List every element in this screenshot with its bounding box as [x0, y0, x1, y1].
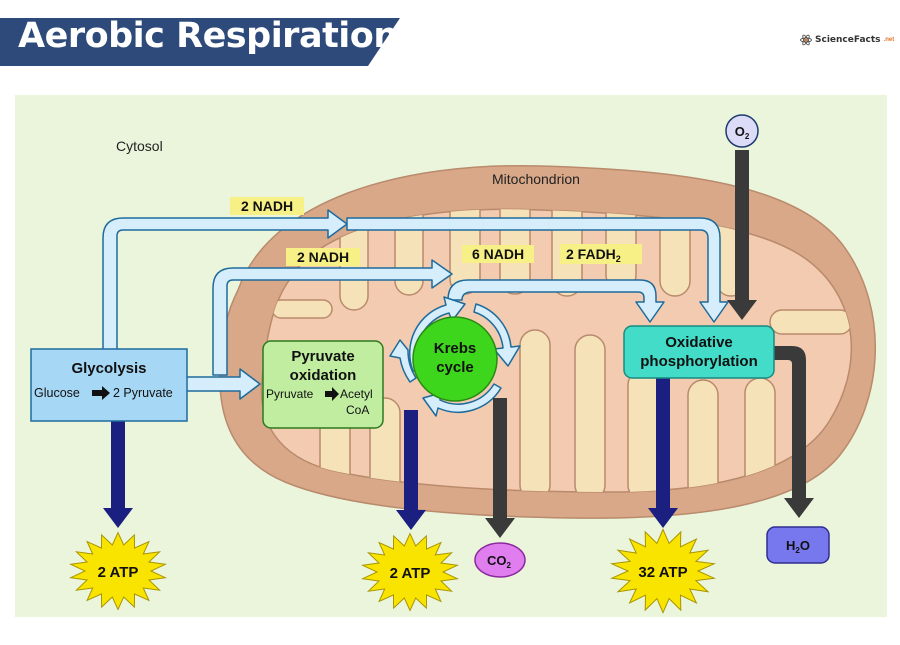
carrier-label-glycolysis-nadh: 2 NADH [230, 197, 304, 215]
pyruvate-nadh-text: 2 NADH [297, 249, 349, 265]
oxygen-input-arrow [727, 150, 757, 320]
co2-subscript: 2 [507, 561, 512, 570]
co2-base: CO [487, 553, 507, 568]
pyruvate-reaction-arrow-icon [325, 387, 339, 401]
krebs-cycle-label-line1: Krebs [434, 340, 477, 357]
glycolysis-output: 2 Pyruvate [113, 386, 173, 400]
water-prefix: H [786, 538, 795, 553]
carrier-label-krebs-fadh2: 2 FADH2 [560, 244, 642, 264]
water-suffix: O [800, 538, 810, 553]
water-output-arrow [773, 346, 814, 518]
co2-bubble: CO2 [474, 542, 526, 578]
glycolysis-nadh-text: 2 NADH [241, 198, 293, 214]
svg-text:H2O: H2O [786, 538, 810, 555]
glycolysis-box: Glycolysis Glucose 2 Pyruvate [30, 348, 188, 422]
water-box: H2O [766, 526, 830, 564]
co2-output-arrow [485, 398, 515, 538]
atp-arrow-oxidative [648, 378, 678, 528]
atp-arrow-glycolysis [103, 421, 133, 528]
oxidative-phosphorylation-box: Oxidative phosphorylation [623, 325, 775, 379]
atp-oxidative-label: 32 ATP [638, 564, 687, 581]
pyruvate-oxidation-input: Pyruvate [266, 387, 314, 401]
sciencefacts-logo: ScienceFacts .net [800, 34, 894, 46]
svg-text:2 FADH2: 2 FADH2 [566, 246, 621, 264]
nadh-arrow-glycolysis-continuation [346, 217, 729, 323]
page-title: Aerobic Respiration [18, 16, 398, 56]
atp-star-krebs: 2 ATP [360, 532, 460, 612]
atom-icon [800, 34, 812, 46]
glycolysis-title: Glycolysis [71, 360, 146, 377]
pyruvate-oxidation-title-line2: oxidation [290, 367, 357, 384]
atp-star-oxidative: 32 ATP [609, 528, 717, 614]
krebs-nadh-text: 6 NADH [472, 246, 524, 262]
logo-tld: .net [883, 37, 895, 43]
pyruvate-oxidation-output-line2: CoA [346, 403, 369, 417]
nadh-arrow-krebs [447, 279, 665, 323]
atp-krebs-label: 2 ATP [390, 565, 431, 582]
oxygen-bubble: O2 [725, 114, 759, 148]
fadh2-subscript: 2 [616, 254, 621, 264]
logo-brand: ScienceFacts [815, 35, 881, 45]
fadh2-base: 2 FADH [566, 246, 616, 262]
glycolysis-reaction-arrow-icon [92, 386, 110, 400]
nadh-arrow-pyruvate [212, 259, 453, 376]
krebs-cycle-label-line2: cycle [436, 359, 474, 376]
pyruvate-oxidation-title-line1: Pyruvate [291, 348, 354, 365]
cytosol-label: Cytosol [116, 138, 163, 154]
glycolysis-input: Glucose [34, 386, 80, 400]
svg-text:O2: O2 [735, 124, 750, 141]
krebs-cycle-arrows [389, 296, 521, 417]
pyruvate-oxidation-output-line1: Acetyl [340, 387, 373, 401]
nadh-arrow-glycolysis [102, 209, 348, 351]
krebs-cycle: Krebs cycle [412, 316, 498, 402]
pyruvate-oxidation-box: Pyruvate oxidation Pyruvate Acetyl CoA [262, 340, 384, 429]
oxidative-phosphorylation-line1: Oxidative [665, 334, 733, 351]
atp-glycolysis-label: 2 ATP [98, 564, 139, 581]
atp-arrow-krebs [396, 410, 426, 530]
oxidative-phosphorylation-line2: phosphorylation [640, 353, 758, 370]
oxygen-subscript: 2 [745, 132, 750, 141]
title-banner [0, 18, 400, 66]
atp-star-glycolysis: 2 ATP [68, 531, 168, 611]
carrier-label-pyruvate-nadh: 2 NADH [286, 248, 360, 266]
water-subscript: 2 [795, 546, 800, 555]
carrier-label-krebs-nadh: 6 NADH [462, 245, 534, 263]
svg-text:CO2: CO2 [487, 553, 512, 570]
oxygen-base: O [735, 124, 745, 139]
pyruvate-flow-arrow [185, 368, 261, 400]
mitochondrion-label: Mitochondrion [492, 171, 580, 187]
